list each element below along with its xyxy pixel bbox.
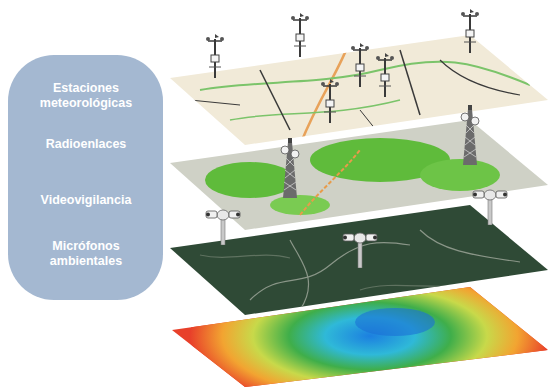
video-cameras — [206, 190, 507, 268]
layer-label: Radioenlaces — [24, 137, 148, 152]
layer-label: Estaciones meteorológicas — [24, 81, 148, 111]
radio-towers — [281, 105, 479, 198]
street-map-layer — [170, 35, 548, 145]
layer-label: Micrófonos ambientales — [24, 239, 148, 269]
weather-stations — [206, 9, 479, 123]
label-pill: Estaciones meteorológicasRadioenlacesVid… — [8, 55, 163, 300]
layer-label: Videovigilancia — [24, 193, 148, 208]
